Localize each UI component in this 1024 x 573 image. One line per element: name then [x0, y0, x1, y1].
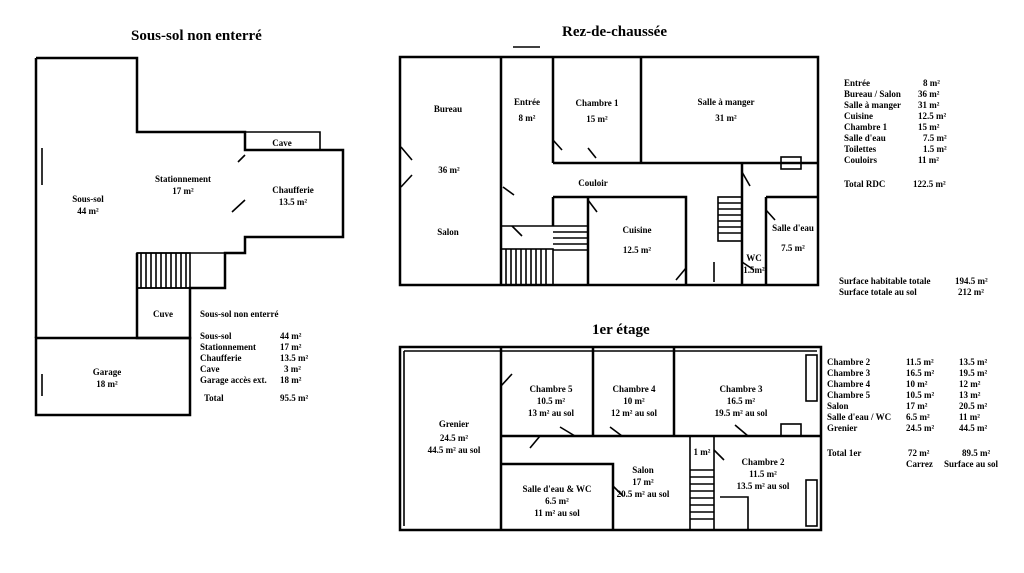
summary-value: 18 m² [280, 375, 302, 385]
summary-row: Toilettes [844, 144, 877, 154]
basement-summary-title: Sous-sol non enterré [200, 309, 279, 319]
summary-value: 11 m² [918, 155, 939, 165]
summary-row: Chambre 5 [827, 390, 871, 400]
ground-stairs-lower [500, 248, 554, 286]
room-chambre4: Chambre 4 10 m² 12 m² au sol [611, 384, 657, 418]
room-bureau-area: 36 m² [438, 165, 460, 175]
room-entree: Entrée 8 m² [514, 97, 540, 123]
summary-value: 13.5 m² [280, 353, 309, 363]
summary-value: 1.5 m² [923, 144, 947, 154]
room-chambre1: Chambre 1 15 m² [575, 98, 619, 124]
summary-value: 17 m² [280, 342, 302, 352]
first-floor-stairs [689, 435, 715, 531]
basement-stairs [136, 252, 191, 289]
summary-row: Chambre 1 [844, 122, 888, 132]
summary-carrez: 24.5 m² [906, 423, 935, 433]
summary-value: 36 m² [918, 89, 940, 99]
room-chambre5: Chambre 5 10.5 m² 13 m² au sol [528, 384, 574, 418]
room-couloir: Couloir [578, 178, 608, 188]
summary-carrez: 10 m² [906, 379, 928, 389]
summary-sol: 44.5 m² [959, 423, 988, 433]
room-stair-area: 1 m² [693, 447, 711, 457]
basement-plan [34, 56, 345, 417]
summary-carrez: 10.5 m² [906, 390, 935, 400]
summary-row: Chambre 4 [827, 379, 871, 389]
summary-row: Chambre 2 [827, 357, 871, 367]
summary-row: Chaufferie [200, 353, 242, 363]
summary-total-label: Total RDC [844, 179, 886, 189]
summary-value: 3 m² [284, 364, 301, 374]
room-stationnement: Stationnement 17 m² [155, 174, 211, 196]
summary-row: Chambre 3 [827, 368, 871, 378]
basement-title: Sous-sol non enterré [131, 28, 262, 44]
ground-floor-plan [398, 46, 820, 287]
room-chambre3: Chambre 3 16.5 m² 19.5 m² au sol [714, 384, 768, 418]
room-salon-rdc: Salon [437, 227, 459, 237]
surface-value: 212 m² [958, 287, 984, 297]
ground-stairs-right [717, 196, 743, 242]
first-floor-plan [398, 345, 823, 532]
room-cuve: Cuve [153, 309, 173, 319]
summary-row: Salon [827, 401, 849, 411]
room-bureau: Bureau [433, 104, 463, 114]
summary-row: Salle d'eau / WC [827, 412, 892, 422]
summary-sol: 13.5 m² [959, 357, 988, 367]
surface-label: Surface totale au sol [839, 287, 917, 297]
summary-value: 15 m² [918, 122, 940, 132]
column-header-carrez: Carrez [906, 459, 933, 469]
first-floor-title: 1er étage [592, 322, 650, 338]
summary-value: 44 m² [280, 331, 302, 341]
summary-row: Sous-sol [200, 331, 232, 341]
summary-value: 8 m² [923, 78, 940, 88]
summary-total-value: 122.5 m² [913, 179, 946, 189]
summary-row: Bureau / Salon [844, 89, 901, 99]
room-salle-eau-rdc: Salle d'eau 7.5 m² [772, 223, 814, 253]
room-chaufferie: Chaufferie 13.5 m² [272, 185, 314, 207]
summary-sol: 12 m² [959, 379, 981, 389]
summary-value: 12.5 m² [918, 111, 947, 121]
summary-carrez: 16.5 m² [906, 368, 935, 378]
room-sous-sol: Sous-sol 44 m² [72, 194, 104, 216]
room-grenier: Grenier 24.5 m² 44.5 m² au sol [427, 419, 481, 455]
summary-sol: 13 m² [959, 390, 981, 400]
summary-sol: 20.5 m² [959, 401, 988, 411]
summary-row: Cave [200, 364, 220, 374]
summary-total-value: 95.5 m² [280, 393, 309, 403]
ground-floor-title: Rez-de-chaussée [562, 24, 667, 40]
summary-total-sol: 89.5 m² [962, 448, 991, 458]
room-cuisine: Cuisine 12.5 m² [622, 225, 652, 255]
room-salle-a-manger: Salle à manger 31 m² [697, 97, 755, 123]
summary-row: Garage accès ext. [200, 375, 267, 385]
summary-row: Salle à manger [844, 100, 901, 110]
surface-value: 194.5 m² [955, 276, 988, 286]
summary-row: Stationnement [200, 342, 256, 352]
room-wc: WC 1.5m² [743, 253, 765, 275]
summary-row: Grenier [827, 423, 858, 433]
room-salon-1er: Salon 17 m² 20.5 m² au sol [616, 465, 670, 499]
summary-value: 7.5 m² [923, 133, 947, 143]
summary-carrez: 6.5 m² [906, 412, 930, 422]
summary-carrez: 11.5 m² [906, 357, 934, 367]
room-salle-eau-wc: Salle d'eau & WC 6.5 m² 11 m² au sol [522, 484, 592, 518]
summary-row: Entrée [844, 78, 870, 88]
summary-total-label: Total 1er [827, 448, 862, 458]
column-header-sol: Surface au sol [944, 459, 998, 469]
summary-sol: 19.5 m² [959, 368, 988, 378]
summary-total-carrez: 72 m² [908, 448, 930, 458]
room-chambre2: Chambre 2 11.5 m² 13.5 m² au sol [736, 457, 790, 491]
room-cave: Cave [272, 138, 292, 148]
summary-row: Salle d'eau [844, 133, 886, 143]
summary-sol: 11 m² [959, 412, 980, 422]
summary-total-label: Total [204, 393, 224, 403]
room-garage: Garage 18 m² [92, 367, 122, 389]
summary-row: Cuisine [844, 111, 874, 121]
summary-carrez: 17 m² [906, 401, 928, 411]
ground-stairs-upper [553, 225, 588, 251]
summary-row: Couloirs [844, 155, 878, 165]
surface-label: Surface habitable totale [839, 276, 931, 286]
summary-value: 31 m² [918, 100, 940, 110]
